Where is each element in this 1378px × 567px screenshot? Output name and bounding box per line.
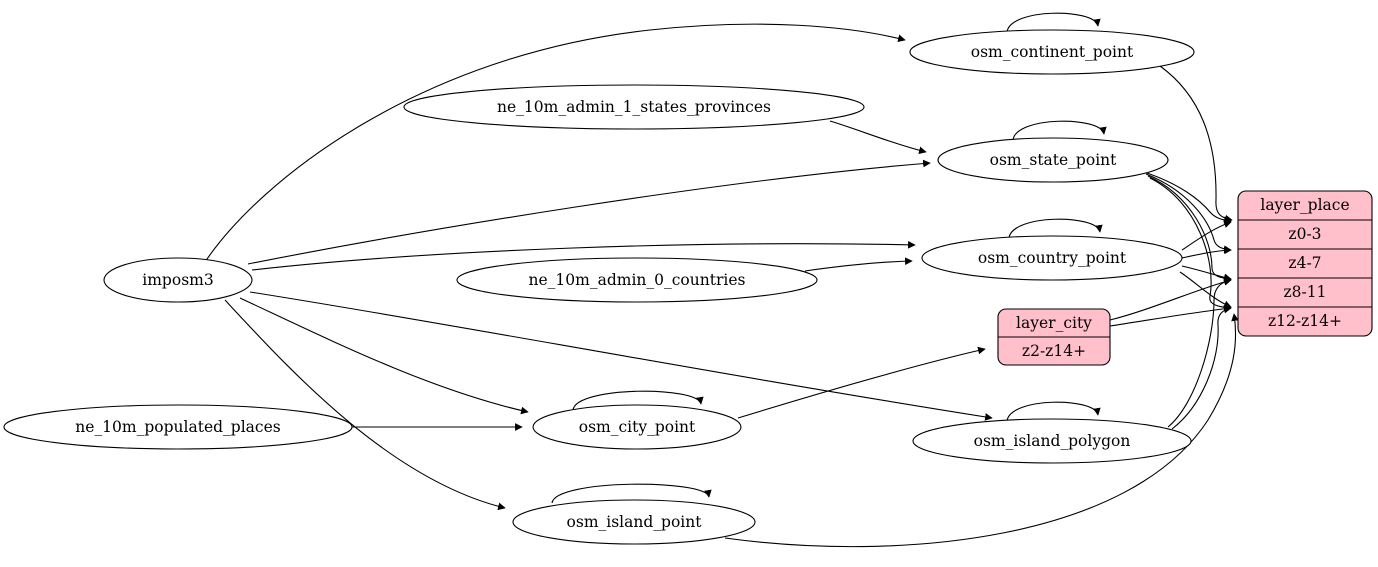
node-label-osm_continent_point: osm_continent_point <box>971 43 1134 61</box>
node-label-osm_state_point: osm_state_point <box>990 151 1118 169</box>
edge-osm_country_point-to-layer_place-z4-7 <box>1181 246 1232 259</box>
nodes-layer: imposm3 ne_10m_admin_1_states_provinces … <box>3 29 1373 545</box>
node-osm_country_point[interactable]: osm_country_point <box>921 235 1183 281</box>
record-row-layer_place-z4-7[interactable]: z4-7 <box>1288 254 1321 272</box>
edge-selfloop-osm_island_point <box>551 483 712 504</box>
record-title-layer_place: layer_place <box>1260 196 1349 214</box>
edge-layer_city-to-layer_place-z12 <box>1109 304 1232 327</box>
edge-selfloop-osm_country_point <box>1008 218 1103 239</box>
edge-imposm3-to-osm_country_point <box>251 240 916 271</box>
node-label-osm_country_point: osm_country_point <box>978 249 1127 267</box>
node-osm_state_point[interactable]: osm_state_point <box>937 137 1169 183</box>
record-row-layer_city-z2-z14[interactable]: z2-z14+ <box>1022 342 1086 360</box>
edge-imposm3-to-osm_continent_point <box>204 23 906 263</box>
edge-osm_city_point-to-layer_city <box>737 346 986 419</box>
node-ne_10m_populated_places[interactable]: ne_10m_populated_places <box>3 404 353 450</box>
node-osm_city_point[interactable]: osm_city_point <box>532 404 742 450</box>
edge-osm_state_point-to-layer_place-z8-11 <box>1147 175 1232 283</box>
edge-selfloop-osm_island_polygon <box>1006 401 1101 422</box>
edge-osm_country_point-to-layer_place-z8-11 <box>1181 265 1232 282</box>
node-ne_10m_admin_1_states_provinces[interactable]: ne_10m_admin_1_states_provinces <box>403 84 865 130</box>
node-imposm3[interactable]: imposm3 <box>103 257 253 303</box>
node-osm_island_polygon[interactable]: osm_island_polygon <box>912 418 1192 464</box>
edge-osm_state_point-to-layer_place-z0-3 <box>1143 171 1232 225</box>
edge-imposm3-to-osm_island_point <box>224 299 506 511</box>
edge-selfloop-osm_city_point <box>572 390 704 411</box>
record-node-layer_place[interactable]: layer_place z0-3 z4-7 z8-11 z12-z14+ <box>1237 190 1373 337</box>
edge-osm_country_point-to-layer_place-z12 <box>1179 271 1232 308</box>
node-label-ne_populated: ne_10m_populated_places <box>75 418 280 436</box>
edges-layer <box>204 12 1239 548</box>
node-osm_island_point[interactable]: osm_island_point <box>512 499 756 545</box>
edge-osm_island_point-to-layer_place-z12 <box>724 313 1239 548</box>
edge-ne_countries-to-osm_country_point <box>804 257 913 272</box>
edge-ne_states-to-osm_state_point <box>829 120 927 155</box>
edge-osm_island_polygon-to-layer_place-z12 <box>1171 305 1232 430</box>
edge-selfloop-osm_continent_point <box>1006 12 1101 33</box>
node-label-ne_states: ne_10m_admin_1_states_provinces <box>497 98 771 116</box>
edge-layer_city-to-layer_place-z8-11 <box>1109 278 1232 321</box>
edge-osm_state_point-to-layer_place-z12 <box>1149 177 1232 312</box>
edge-selfloop-osm_state_point <box>1012 120 1107 141</box>
node-label-osm_island_point: osm_island_point <box>567 513 703 531</box>
node-label-osm_city_point: osm_city_point <box>579 418 696 436</box>
edge-imposm3-to-osm_city_point <box>239 297 529 415</box>
record-node-layer_city[interactable]: layer_city z2-z14+ <box>997 308 1111 366</box>
record-row-layer_place-z8-11[interactable]: z8-11 <box>1284 283 1327 301</box>
node-ne_10m_admin_0_countries[interactable]: ne_10m_admin_0_countries <box>456 257 818 303</box>
node-label-imposm3: imposm3 <box>142 271 213 289</box>
node-label-osm_island_polygon: osm_island_polygon <box>974 432 1131 450</box>
edge-osm_continent_point-to-layer_place-z0-3 <box>1159 65 1233 223</box>
edge-osm_country_point-to-layer_place-z0-3 <box>1181 220 1232 251</box>
record-row-layer_place-z12-z14[interactable]: z12-z14+ <box>1268 312 1342 330</box>
edge-imposm3-to-osm_island_polygon <box>249 291 993 421</box>
edge-imposm3-to-osm_state_point <box>247 159 931 265</box>
record-row-layer_place-z0-3[interactable]: z0-3 <box>1288 225 1321 243</box>
node-osm_continent_point[interactable]: osm_continent_point <box>909 29 1195 75</box>
record-title-layer_city: layer_city <box>1016 314 1092 332</box>
node-label-ne_countries: ne_10m_admin_0_countries <box>529 271 746 289</box>
edge-osm_state_point-to-layer_place-z4-7 <box>1145 173 1232 254</box>
